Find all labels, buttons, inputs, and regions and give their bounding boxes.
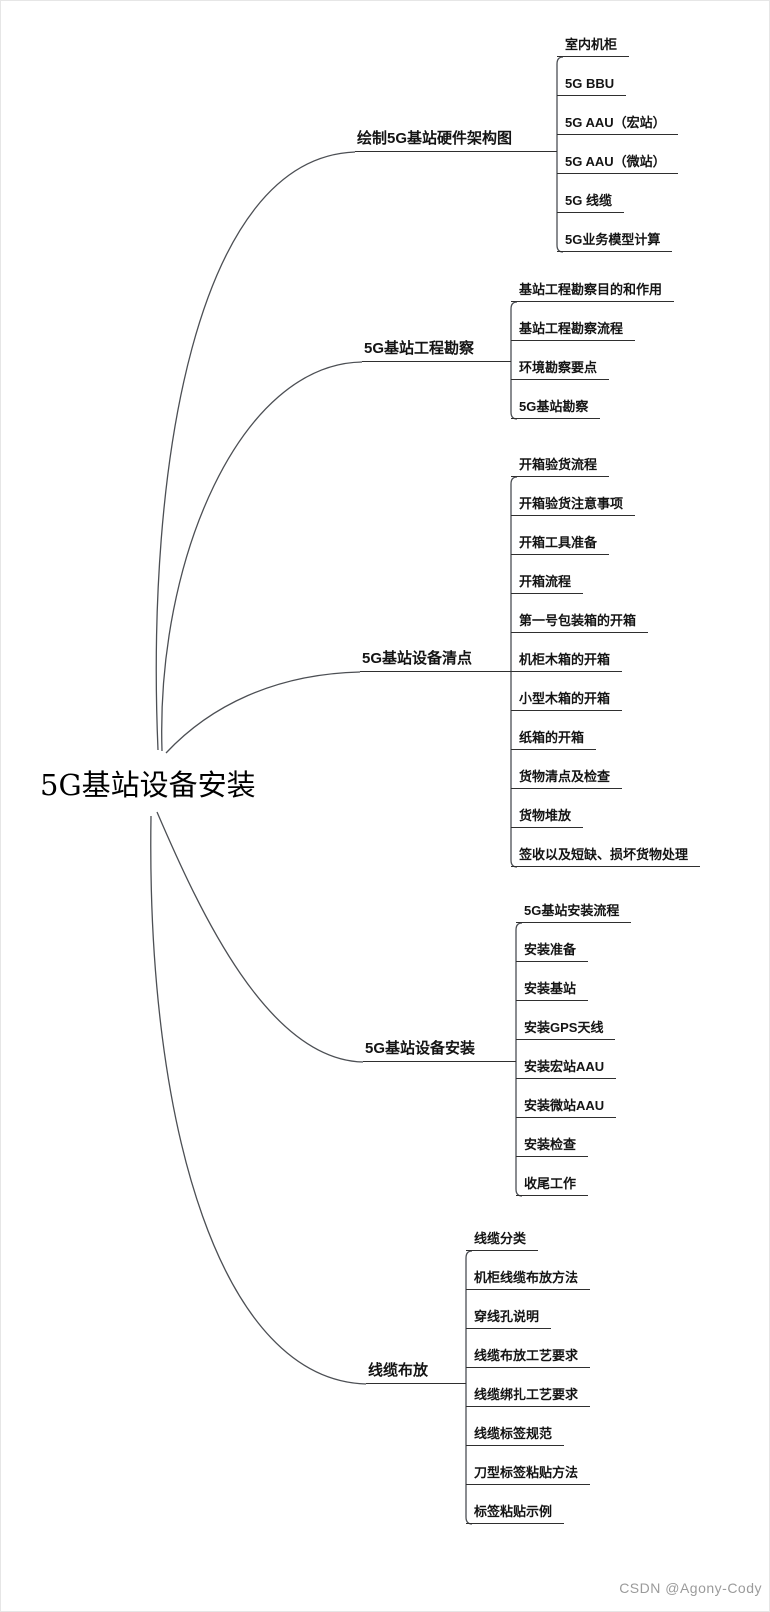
child-topic: 小型木箱的开箱 — [511, 690, 623, 711]
child-topic: 货物清点及检查 — [511, 768, 623, 789]
child-topic: 开箱验货流程 — [511, 456, 610, 477]
root-branch-connector — [150, 815, 367, 1385]
child-topic: 机柜线缆布放方法 — [466, 1269, 591, 1290]
child-topic: 刀型标签粘贴方法 — [466, 1464, 591, 1485]
child-topic: 安装微站AAU — [516, 1097, 617, 1118]
child-topic: 线缆标签规范 — [466, 1425, 565, 1446]
child-topic: 开箱工具准备 — [511, 534, 610, 555]
child-topic: 开箱流程 — [511, 573, 584, 594]
child-topic: 安装基站 — [516, 980, 589, 1001]
child-topic: 5G业务模型计算 — [557, 231, 673, 252]
branch-topic: 5G基站设备清点 — [360, 649, 511, 672]
child-topic: 5G基站勘察 — [511, 398, 601, 419]
watermark: CSDN @Agony-Cody — [619, 1580, 762, 1596]
child-topic: 安装宏站AAU — [516, 1058, 617, 1079]
child-topic: 线缆布放工艺要求 — [466, 1347, 591, 1368]
child-topic: 第一号包装箱的开箱 — [511, 612, 649, 633]
child-topic: 安装准备 — [516, 941, 589, 962]
child-topic: 收尾工作 — [516, 1175, 589, 1196]
branch-topic: 绘制5G基站硬件架构图 — [355, 129, 557, 152]
child-topic: 签收以及短缺、损坏货物处理 — [511, 846, 701, 867]
child-topic: 线缆绑扎工艺要求 — [466, 1386, 591, 1407]
child-topic: 5G基站安装流程 — [516, 902, 632, 923]
child-topic: 安装GPS天线 — [516, 1019, 616, 1040]
child-topic: 线缆分类 — [466, 1230, 539, 1251]
branch-topic: 5G基站设备安装 — [363, 1039, 516, 1062]
child-topic: 基站工程勘察流程 — [511, 320, 636, 341]
child-topic: 开箱验货注意事项 — [511, 495, 636, 516]
child-topic: 安装检查 — [516, 1136, 589, 1157]
child-topic: 穿线孔说明 — [466, 1308, 552, 1329]
root-branch-connector — [155, 151, 356, 751]
child-topic: 5G AAU（宏站） — [557, 114, 678, 135]
child-topic: 环境勘察要点 — [511, 359, 610, 380]
child-topic: 5G 线缆 — [557, 192, 624, 213]
branch-topic: 线缆布放 — [366, 1361, 466, 1384]
child-topic: 室内机柜 — [557, 36, 630, 57]
child-topic: 5G BBU — [557, 75, 627, 96]
child-topic: 货物堆放 — [511, 807, 584, 828]
root-branch-connector — [156, 811, 364, 1063]
child-topic: 纸箱的开箱 — [511, 729, 597, 750]
child-topic: 机柜木箱的开箱 — [511, 651, 623, 672]
root-branch-connector — [165, 671, 361, 754]
child-topic: 5G AAU（微站） — [557, 153, 678, 174]
child-topic: 基站工程勘察目的和作用 — [511, 281, 675, 302]
root-branch-connector — [161, 361, 363, 752]
child-topic: 标签粘贴示例 — [466, 1503, 565, 1524]
branch-topic: 5G基站工程勘察 — [362, 339, 511, 362]
root-topic: 5G基站设备安装 — [40, 768, 256, 802]
